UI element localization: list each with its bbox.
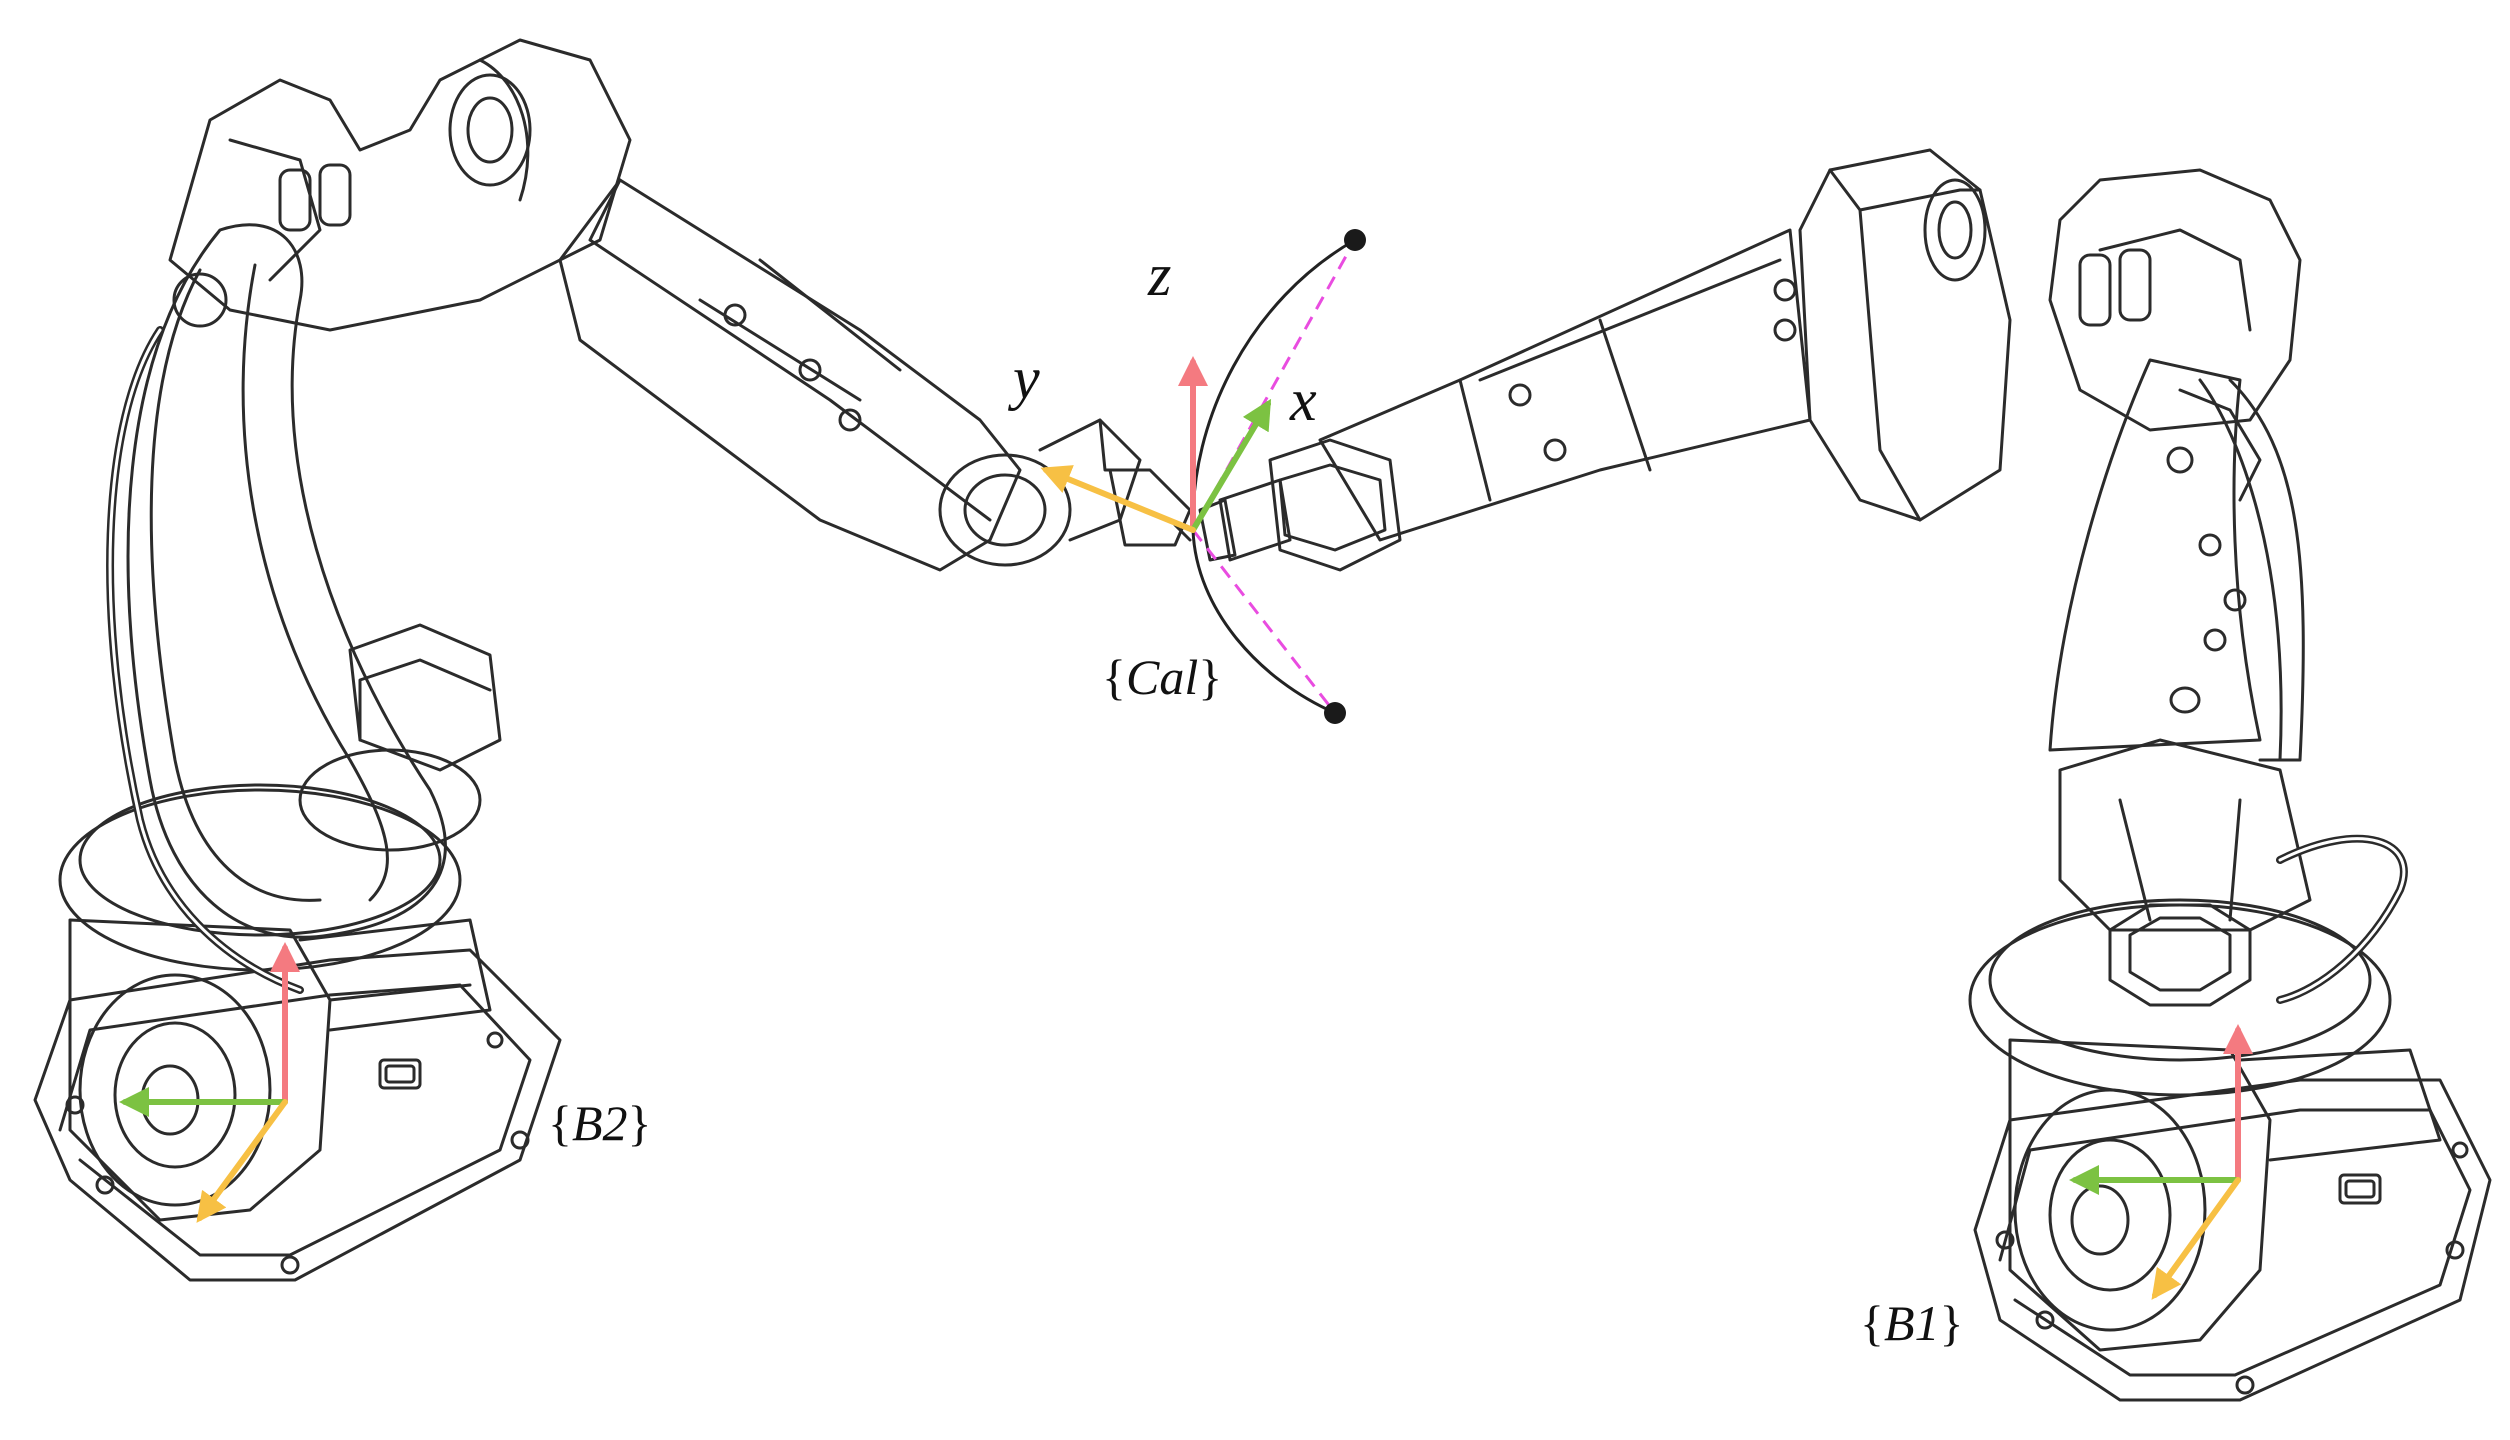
b2-y-axis-arrow xyxy=(196,1099,288,1223)
b2-open-brace: { xyxy=(548,1095,572,1151)
calibration-point-upper xyxy=(1344,229,1366,251)
calibration-point-lower xyxy=(1324,702,1346,724)
calibration-arc xyxy=(1191,238,1356,715)
cal-close-brace: } xyxy=(1198,649,1223,705)
x-axis-label: x xyxy=(1290,367,1317,433)
cal-frame-name: Cal xyxy=(1126,649,1199,705)
b1-y-axis-arrow xyxy=(2151,1177,2241,1300)
right-robot-arm xyxy=(1198,148,2492,1402)
b1-open-brace: { xyxy=(1860,1295,1884,1351)
cal-frame-axes xyxy=(1040,356,1272,533)
cal-x-axis-arrow xyxy=(1190,398,1272,533)
b1-frame-name: B1 xyxy=(1884,1295,1940,1351)
b2-frame-axes xyxy=(119,942,300,1223)
cal-open-brace: { xyxy=(1102,649,1126,705)
z-axis-label: z xyxy=(1148,242,1172,308)
y-axis-label: y xyxy=(1013,345,1040,411)
calibration-dashed-line-lower xyxy=(1191,529,1337,714)
left-robot-arm xyxy=(33,38,1192,1282)
b2-close-brace: } xyxy=(627,1095,652,1151)
b2-frame-label: {B2} xyxy=(548,1098,652,1148)
cal-y-axis-arrow xyxy=(1040,465,1196,533)
b1-frame-label: {B1} xyxy=(1860,1298,1964,1348)
cal-frame-label: {Cal} xyxy=(1102,652,1222,702)
b1-close-brace: } xyxy=(1939,1295,1964,1351)
b2-frame-name: B2 xyxy=(572,1095,628,1151)
b1-frame-axes xyxy=(2069,1024,2253,1300)
